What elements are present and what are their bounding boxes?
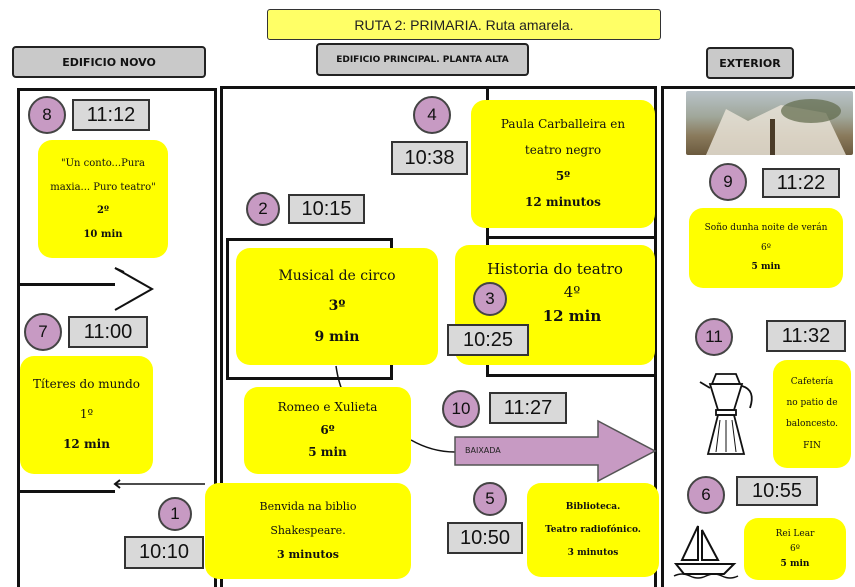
card-line: Cafetería [790, 376, 834, 387]
card-line: 3º [328, 298, 346, 315]
card-line: 1º [79, 407, 94, 422]
card-line: 5º [555, 169, 571, 184]
tree-icon [706, 99, 846, 155]
card-line: 4º [563, 283, 581, 302]
stop-badge: 10 [442, 390, 480, 428]
stop-badge: 8 [28, 96, 66, 134]
stop-time: 11:27 [489, 392, 567, 424]
card-line: 9 min [314, 328, 360, 345]
card-line: 12 min [63, 437, 110, 452]
card-line: Biblioteca. [565, 501, 621, 512]
card-line: teatro negro [524, 143, 602, 158]
activity-card-10: Romeo e Xulieta 6º 5 min [244, 387, 411, 474]
activity-card-7: Títeres do mundo 1º 12 min [20, 356, 153, 474]
activity-card-2: Musical de circo 3º 9 min [236, 248, 438, 365]
card-line: 5 min [308, 444, 347, 459]
wall-divider [20, 283, 115, 286]
stop-time: 10:38 [391, 141, 468, 175]
stop-badge: 2 [246, 192, 280, 226]
card-line: Benvida na biblio [259, 499, 357, 513]
stop-badge: 3 [473, 282, 507, 316]
card-line: Teatro radiofónico. [545, 524, 641, 535]
stop-time: 11:00 [68, 316, 148, 348]
header-main-building: EDIFICIO PRINCIPAL. PLANTA ALTA [316, 43, 529, 76]
card-line: Títeres do mundo [32, 377, 141, 392]
card-line: Paula Carballeira en [500, 117, 626, 132]
card-line: maxia... Puro teatro" [50, 181, 156, 193]
card-line: 2º [97, 205, 109, 216]
stop-time: 10:25 [447, 324, 529, 356]
stop-time: 10:15 [288, 194, 365, 224]
classroom-outline [486, 86, 657, 377]
wall-divider [486, 236, 657, 239]
stop-badge: 9 [709, 163, 747, 201]
activity-card-6: Rei Lear 6º 5 min [744, 518, 846, 580]
card-line: 12 min [542, 306, 602, 325]
card-line: FIN [803, 440, 821, 451]
activity-card-8: "Un conto...Pura maxia... Puro teatro" 2… [38, 140, 168, 258]
stop-badge: 1 [158, 497, 192, 531]
card-line: Musical de circo [278, 268, 396, 285]
card-line: Rei Lear [775, 528, 815, 539]
new-building-outline [17, 88, 217, 587]
exterior-outline [661, 86, 855, 587]
card-line: 5 min [780, 558, 810, 569]
stop-time: 11:32 [766, 320, 846, 352]
card-line: 3 minutos [277, 547, 339, 561]
main-building-outline [220, 86, 657, 587]
card-line: 5 min [751, 262, 781, 273]
stop-badge: 5 [473, 482, 507, 516]
route-title: RUTA 2: PRIMARIA. Ruta amarela. [267, 9, 661, 40]
activity-card-4: Paula Carballeira en teatro negro 5º 12 … [471, 100, 655, 228]
activity-card-5: Biblioteca. Teatro radiofónico. 3 minuto… [527, 483, 659, 577]
card-line: 10 min [83, 228, 123, 240]
stop-badge: 4 [413, 96, 451, 134]
stop-time: 10:10 [124, 536, 204, 569]
card-line: Historia do teatro [487, 260, 623, 278]
wall-divider [20, 490, 115, 493]
arrow-label: BAIXADA [465, 446, 501, 455]
stop-badge: 11 [695, 318, 733, 356]
activity-card-9: Soño dunha noite de verán 6º 5 min [689, 208, 843, 288]
activity-card-1: Benvida na biblio Shakespeare. 3 minutos [205, 483, 411, 579]
header-exterior: EXTERIOR [706, 47, 794, 79]
card-line: Romeo e Xulieta [277, 400, 378, 415]
stop-badge: 7 [24, 313, 62, 351]
stop-time: 11:22 [762, 168, 840, 198]
card-line: no patio de [786, 398, 838, 409]
exterior-photo [686, 91, 853, 155]
boat-icon [673, 525, 739, 579]
stop-time: 10:50 [447, 522, 523, 554]
card-line: Shakespeare. [270, 523, 346, 537]
card-line: 6º [790, 543, 800, 554]
card-line: 3 minutos [567, 547, 619, 558]
header-new-building: EDIFICIO NOVO [12, 46, 206, 78]
stop-badge: 6 [687, 476, 725, 514]
card-line: "Un conto...Pura [60, 158, 146, 169]
card-line: 6º [761, 242, 771, 253]
card-line: 12 minutos [525, 195, 601, 210]
card-line: 6º [320, 422, 335, 437]
card-line: Soño dunha noite de verán [704, 223, 828, 234]
stop-time: 11:12 [72, 99, 150, 131]
activity-card-11: Cafetería no patio de baloncesto. FIN [773, 360, 851, 468]
card-line: baloncesto. [786, 419, 838, 430]
stop-time: 10:55 [736, 476, 818, 506]
coffee-pot-icon [699, 373, 753, 455]
